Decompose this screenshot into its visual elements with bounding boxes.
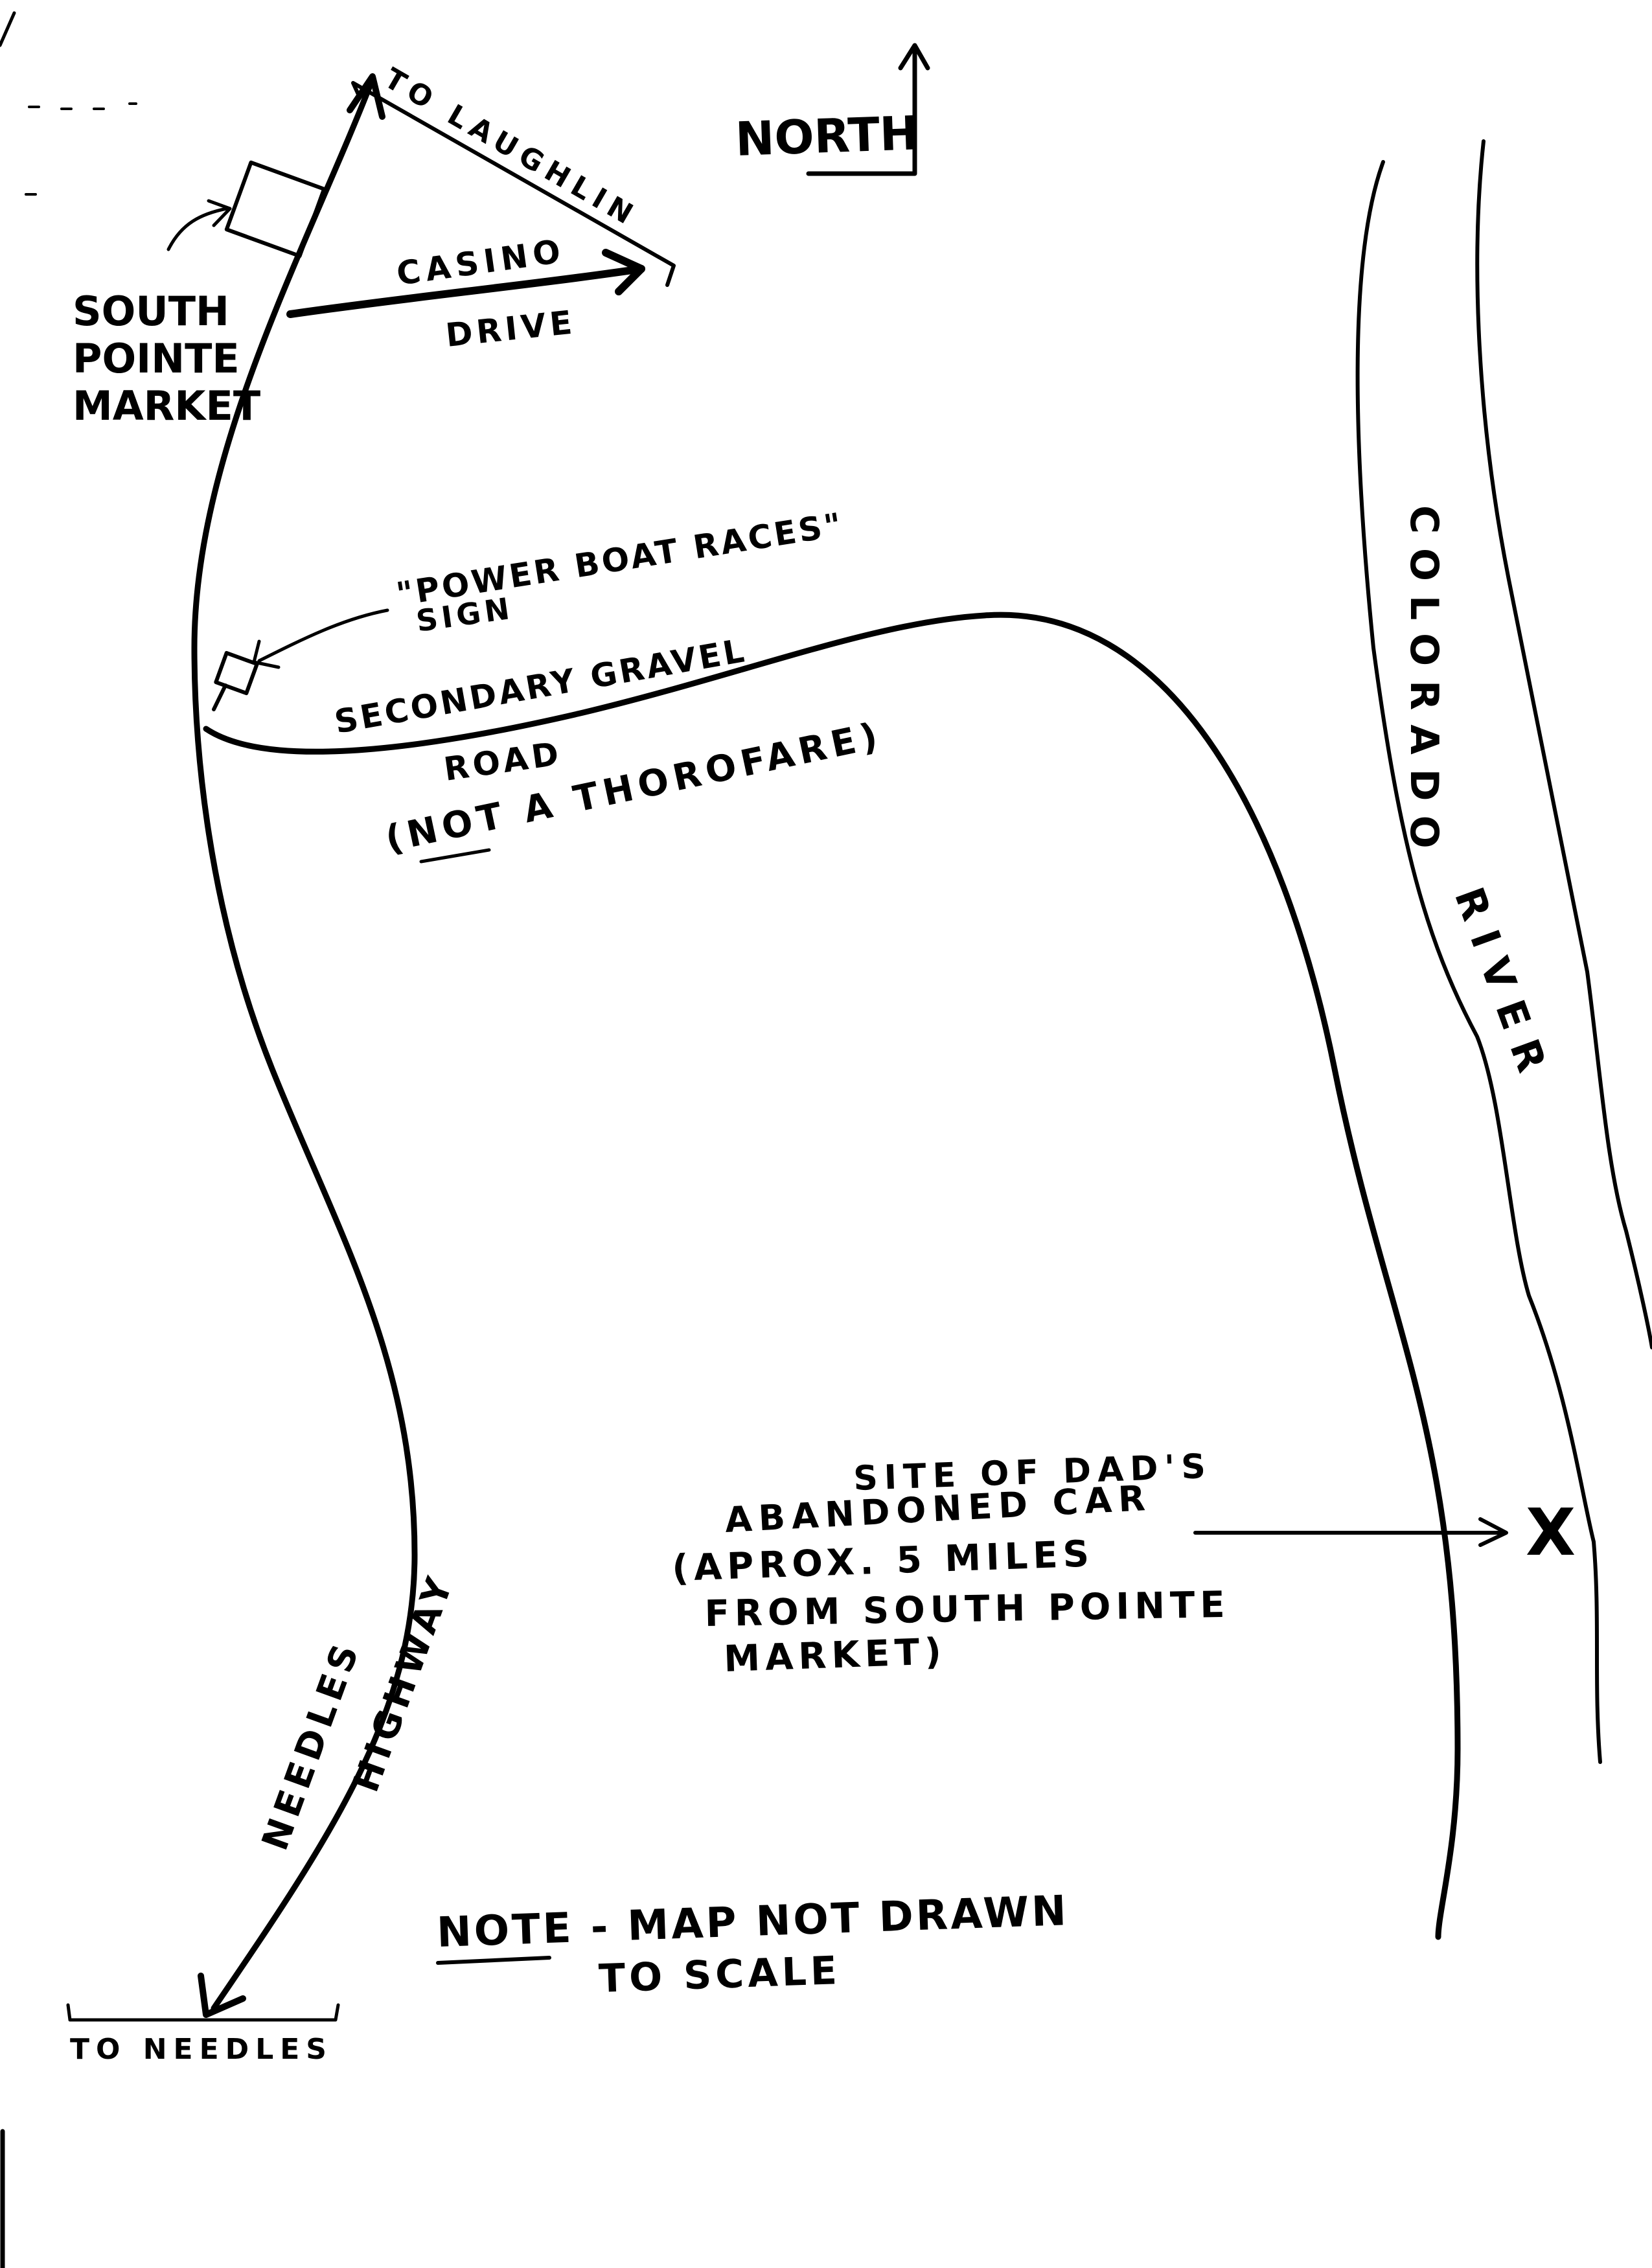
needles-highway-road <box>191 81 418 2011</box>
note-line1: NOTE - MAP NOT DRAWN <box>436 1887 1070 1957</box>
highway-label-line2: HIGHWAY <box>345 1568 463 1798</box>
gravel-rest: A THOROFARE) <box>503 714 886 835</box>
river-east-bank <box>1475 139 1652 1349</box>
site-pointer-arrow <box>1193 1517 1508 1547</box>
river-label: RIVER <box>1445 881 1561 1092</box>
site-label-line5: MARKET) <box>723 1631 947 1680</box>
highway-north-arrowhead <box>347 73 385 120</box>
market-pointer-arrow <box>166 199 232 251</box>
stray-marks <box>25 102 137 196</box>
note-word: NOTE <box>436 1905 575 1957</box>
market-label-line2: POINTE <box>73 335 240 382</box>
note-line2: TO SCALE <box>598 1948 842 2002</box>
highway-south-arrowhead <box>198 1973 246 2018</box>
highway-label-line1: NEEDLES <box>254 1634 369 1856</box>
north-arrow-icon <box>806 43 930 176</box>
needles-terminus-bar <box>66 2003 340 2022</box>
gravel-label-line2: ROAD <box>442 735 565 788</box>
not-underline <box>419 848 491 864</box>
building-icon <box>224 160 327 258</box>
note-underline <box>436 1956 551 1965</box>
river-west-bank <box>1355 160 1602 1764</box>
colorado-label: COLORADO <box>1401 505 1447 863</box>
to-needles-label: TO NEEDLES <box>70 2033 333 2066</box>
sign-pointer-arrow <box>252 608 389 669</box>
market-label-line1: SOUTH <box>73 288 229 335</box>
note-rest: - MAP NOT DRAWN <box>573 1887 1070 1953</box>
signpost-icon <box>212 650 259 711</box>
gravel-not-word: NOT <box>403 794 511 856</box>
market-label-line3: MARKET <box>73 382 260 430</box>
casino-drive-arrowhead <box>602 249 645 295</box>
north-label: NORTH <box>735 106 920 166</box>
drive-label: DRIVE <box>444 303 577 354</box>
casino-drive-road <box>286 265 645 318</box>
site-label-line3: (APROX. 5 MILES <box>671 1533 1095 1590</box>
x-marker-icon: X <box>1526 1495 1576 1570</box>
corner-mark <box>0 11 16 47</box>
to-laughlin-label: TO LAUGHLIN <box>379 62 644 234</box>
site-label-line4: FROM SOUTH POINTE <box>704 1584 1230 1635</box>
secondary-gravel-road <box>203 612 1461 1940</box>
